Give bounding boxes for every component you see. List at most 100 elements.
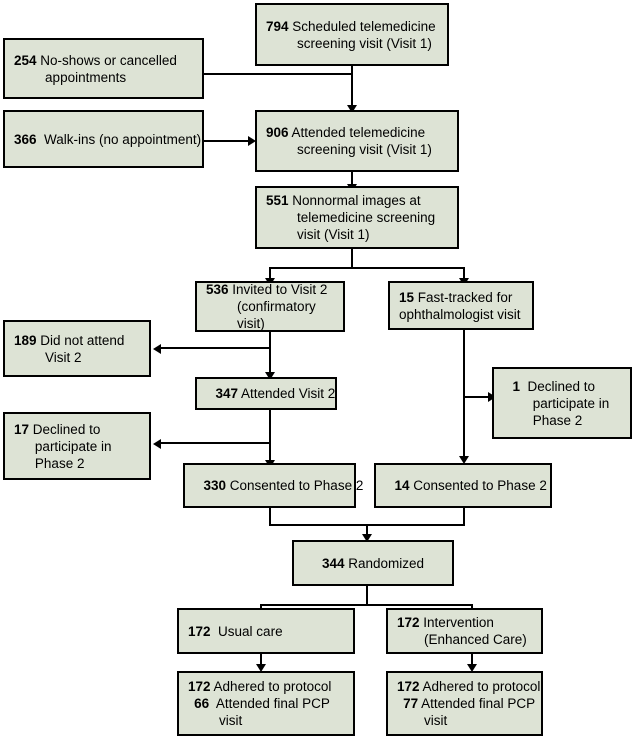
node-usual-care-outcome-line-b1: Attended final PCP xyxy=(215,696,330,711)
node-declined-phase2-left-line2: participate in xyxy=(34,438,112,454)
node-declined-phase2-left-line3: Phase 2 xyxy=(34,455,85,471)
node-intervention-outcome-line-b2: visit xyxy=(424,713,448,728)
node-nonnormal-images-line3: visit (Visit 1) xyxy=(297,227,370,242)
node-intervention-outcome-line-b1: Attended final PCP xyxy=(421,696,536,711)
node-no-shows-count: 254 xyxy=(14,52,37,68)
node-randomized-line1: Randomized xyxy=(348,555,425,571)
node-did-not-attend: 189 Did not attend Visit 2 xyxy=(3,320,151,377)
connector-scheduled-to-attended-vertical xyxy=(351,66,353,91)
connector-randomized-down xyxy=(366,586,368,606)
node-declined-phase2-left: 17 Declined to participate in Phase 2 xyxy=(3,412,151,480)
node-usual-care-outcome-count-b: 66 xyxy=(194,696,210,711)
arrow-to-consented-right xyxy=(459,456,469,464)
connector-walkins-horizontal xyxy=(203,140,251,142)
node-attended-visit1-count: 906 xyxy=(266,125,289,140)
node-intervention-outcome: 172 Adhered to protocol 77 Attended fina… xyxy=(386,671,543,736)
connector-consented-left-down xyxy=(269,508,271,526)
node-declined-phase2-left-count: 17 xyxy=(14,421,30,437)
connector-attended-to-nonnormal xyxy=(351,172,353,186)
node-attended-visit1: 906 Attended telemedicine screening visi… xyxy=(255,110,459,172)
connector-split-right-leg xyxy=(463,267,465,280)
node-declined-phase2-right-count: 1 xyxy=(512,378,520,394)
connector-split-randomized xyxy=(260,604,473,606)
node-walk-ins: 366 Walk-ins (no appointment) xyxy=(3,110,204,168)
node-declined-phase2-left-line1: Declined to xyxy=(32,421,101,437)
node-intervention-outcome-count-b: 77 xyxy=(403,696,419,711)
node-attended-visit1-line1: Attended telemedicine xyxy=(291,125,426,140)
connector-merge-stem xyxy=(366,524,368,537)
connector-to-did-not-attend xyxy=(160,347,270,349)
connector-to-no-shows-horizontal xyxy=(174,73,352,75)
node-nonnormal-images-line1: Nonnormal images at xyxy=(292,193,421,208)
node-scheduled-visit1-line1: Scheduled telemedicine xyxy=(292,18,436,34)
node-walk-ins-count: 366 xyxy=(14,131,37,147)
node-walk-ins-line1: Walk-ins (no appointment) xyxy=(44,131,202,147)
arrow-to-attended-visit1 xyxy=(347,105,357,113)
node-nonnormal-images-count: 551 xyxy=(266,193,289,208)
node-usual-care-outcome: 172 Adhered to protocol 66 Attended fina… xyxy=(177,671,355,736)
node-no-shows-line2: appointments xyxy=(45,69,127,85)
node-usual-care: 172 Usual care xyxy=(177,608,355,654)
connector-split-left-leg xyxy=(269,267,271,280)
arrow-to-intervention-outcome xyxy=(467,664,477,672)
node-invited-visit2-line1: Invited to Visit 2 xyxy=(232,282,328,297)
node-intervention: 172 Intervention (Enhanced Care) xyxy=(386,608,543,654)
node-attended-visit2: 347 Attended Visit 2 xyxy=(195,377,337,410)
node-no-shows: 254 No-shows or cancelled appointments xyxy=(3,38,204,99)
node-usual-care-outcome-count-a: 172 xyxy=(188,679,211,694)
node-intervention-line2: (Enhanced Care) xyxy=(424,632,527,647)
node-consented-right-count: 14 xyxy=(394,478,410,493)
node-consented-left-count: 330 xyxy=(203,478,226,493)
node-intervention-outcome-line-a: Adhered to protocol xyxy=(422,679,541,694)
node-consented-left-line1: Consented to Phase 2 xyxy=(229,478,364,493)
node-randomized-count: 344 xyxy=(321,555,345,571)
node-invited-visit2-count: 536 xyxy=(206,282,229,297)
node-scheduled-visit1-count: 794 xyxy=(266,18,289,34)
node-did-not-attend-count: 189 xyxy=(14,332,37,348)
node-nonnormal-images: 551 Nonnormal images at telemedicine scr… xyxy=(255,186,459,249)
node-no-shows-line1: No-shows or cancelled xyxy=(40,52,177,68)
node-declined-phase2-right: 1 Declined to participate in Phase 2 xyxy=(492,367,632,439)
node-declined-phase2-right-line3: Phase 2 xyxy=(532,412,583,428)
node-usual-care-outcome-line-a: Adhered to protocol xyxy=(213,679,332,694)
node-invited-visit2-line2: (confirmatory xyxy=(237,299,316,314)
connector-consented-right-down xyxy=(463,508,465,526)
node-consented-right-line1: Consented to Phase 2 xyxy=(413,478,547,493)
connector-intervention-down xyxy=(471,654,473,668)
node-attended-visit2-line1: Attended Visit 2 xyxy=(240,386,336,401)
node-fast-tracked-line2: ophthalmologist visit xyxy=(399,306,521,322)
node-intervention-line1: Intervention xyxy=(423,615,494,630)
node-did-not-attend-line2: Visit 2 xyxy=(45,349,82,365)
connector-to-declined-left xyxy=(160,442,270,444)
node-fast-tracked: 15 Fast-tracked for ophthalmologist visi… xyxy=(388,281,534,330)
arrow-to-attended-visit2 xyxy=(265,372,275,380)
node-invited-visit2: 536 Invited to Visit 2 (confirmatory vis… xyxy=(195,281,345,332)
connector-attendedvisit2-down xyxy=(269,410,271,466)
arrow-to-usual-care-outcome xyxy=(256,664,266,672)
connector-split-nonnormal xyxy=(269,267,465,269)
node-usual-care-count: 172 xyxy=(188,623,211,639)
connector-usualcare-down xyxy=(260,654,262,668)
node-invited-visit2-line3: visit) xyxy=(237,316,265,331)
node-did-not-attend-line1: Did not attend xyxy=(40,332,125,348)
node-scheduled-visit1: 794 Scheduled telemedicine screening vis… xyxy=(255,3,449,66)
node-attended-visit2-count: 347 xyxy=(215,386,238,401)
node-nonnormal-images-line2: telemedicine screening xyxy=(297,210,436,225)
connector-nonnormal-down xyxy=(351,249,353,269)
connector-invited-down xyxy=(269,332,271,376)
arrow-to-randomized xyxy=(362,534,372,542)
node-consented-right: 14 Consented to Phase 2 xyxy=(374,463,552,508)
node-fast-tracked-count: 15 xyxy=(399,289,415,305)
node-consented-left: 330 Consented to Phase 2 xyxy=(183,463,363,508)
node-randomized: 344 Randomized xyxy=(292,540,454,586)
node-declined-phase2-right-line1: Declined to xyxy=(527,378,596,394)
arrow-to-did-not-attend xyxy=(153,344,161,354)
node-intervention-outcome-count-a: 172 xyxy=(397,679,420,694)
arrow-to-declined-phase2-left xyxy=(153,439,161,449)
connector-to-declined-right xyxy=(463,396,491,398)
node-declined-phase2-right-line2: participate in xyxy=(532,395,610,411)
node-scheduled-visit1-line2: screening visit (Visit 1) xyxy=(297,35,432,51)
arrow-to-attended-visit1-from-walkins xyxy=(248,136,256,146)
node-usual-care-outcome-line-b2: visit xyxy=(219,713,243,728)
